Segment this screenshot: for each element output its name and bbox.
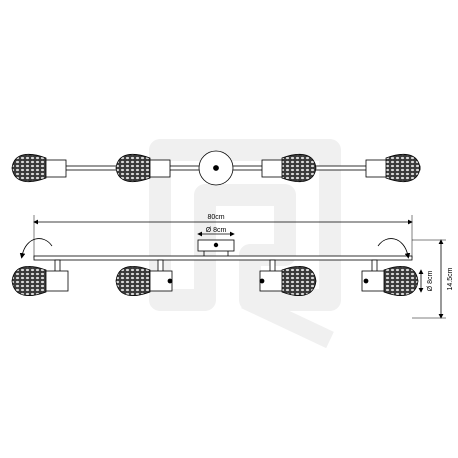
front-spot-4 <box>361 259 419 297</box>
shade <box>385 153 421 183</box>
width-label: 80cm <box>207 214 224 221</box>
spot-arm <box>371 259 378 273</box>
top-spot-3 <box>261 153 317 183</box>
front-view <box>11 215 446 319</box>
spot-arm <box>157 259 164 273</box>
logo-watermark <box>149 139 341 349</box>
height-label: 14.5cm <box>447 267 454 290</box>
shade <box>11 265 47 297</box>
shade <box>281 265 317 297</box>
rotate-arrow-icon <box>19 238 53 259</box>
spot-knob <box>167 278 173 284</box>
spot-holder <box>43 159 67 178</box>
spot-arm <box>269 259 276 273</box>
shade <box>281 153 317 183</box>
spot-holder <box>147 159 171 178</box>
front-spot-3 <box>259 259 317 297</box>
top-spot-4 <box>365 153 421 183</box>
spot-arm <box>54 259 61 273</box>
spot-holder <box>365 159 389 178</box>
shade <box>115 265 151 297</box>
shade <box>115 153 151 183</box>
rotate-arrow-icon <box>377 238 411 259</box>
mount-connector <box>203 251 229 256</box>
top-spot-1 <box>11 153 67 183</box>
shade <box>11 153 47 183</box>
spot-knob <box>259 278 265 284</box>
spot-holder <box>43 270 69 292</box>
shade-diameter-label: Ø 8cm <box>427 271 434 292</box>
front-spot-2 <box>115 259 173 297</box>
top-spot-2 <box>115 153 171 183</box>
front-mount-screw <box>213 242 219 248</box>
shade <box>383 265 419 297</box>
top-view <box>11 150 421 186</box>
mount-diameter-label: Ø 8cm <box>206 227 227 234</box>
front-spot-1 <box>11 259 69 297</box>
top-mount-screw <box>213 165 219 171</box>
front-bar <box>33 255 413 261</box>
spot-holder <box>261 159 285 178</box>
spot-knob <box>363 278 369 284</box>
